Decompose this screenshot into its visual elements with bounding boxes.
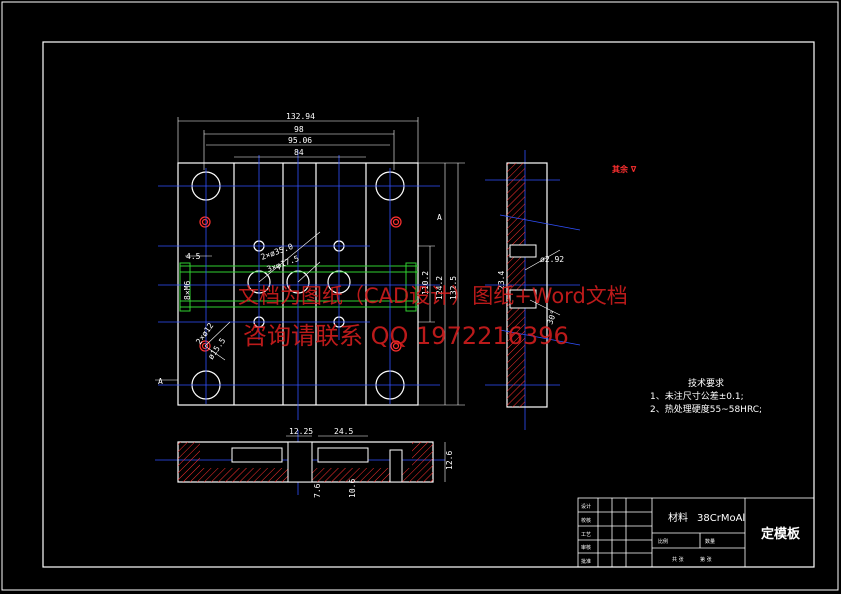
dim-small-2: ø15.5 (206, 336, 227, 361)
material-value: 38CrMoAl (697, 513, 745, 524)
dim-height-1: 110.2 (421, 271, 430, 295)
dim-inner-84: 84 (294, 148, 304, 157)
dim-section-w1: 12.25 (289, 427, 313, 436)
roughness-mark: 其余 ∇ (612, 164, 637, 174)
dim-small-3: 8×M6 (183, 281, 192, 300)
dim-section-d2: 10.6 (348, 479, 357, 498)
section-label-a2: A (158, 377, 163, 386)
dim-side-a: 23.4 (497, 271, 506, 290)
dim-section-w2: 24.5 (334, 427, 353, 436)
inner-frame-border (42, 41, 815, 568)
screw-holes (199, 216, 402, 352)
dim-inner-95: 95.06 (288, 136, 312, 145)
dim-section-d1: 7.6 (313, 483, 322, 498)
tb-row-3: 工艺 (581, 532, 591, 538)
dim-edge-offset: 4.5 (186, 252, 201, 261)
dim-section-h: 12.6 (445, 451, 454, 470)
tb-row-5: 批准 (581, 558, 591, 565)
watermark-line2: 咨询请联系 QQ 1972216396 (243, 322, 569, 350)
part-name: 定模板 (760, 526, 801, 542)
section-label-a: A (437, 213, 442, 222)
side-view (499, 162, 581, 408)
dim-inner-98: 98 (294, 125, 304, 134)
tech-notes-title: 技术要求 (688, 377, 724, 389)
tech-notes-line1: 1、未注尺寸公差±0.1; (650, 390, 744, 402)
dim-side-b: ø2.92 (540, 255, 564, 264)
tb-small-1: 比例 (658, 538, 668, 545)
dimension-lines (155, 117, 465, 406)
tb-small-2: 数量 (705, 538, 715, 545)
dim-height-2: 124.2 (435, 276, 444, 300)
dim-small-1: 2×ø12 (194, 321, 215, 346)
tb-small-3: 共 张 (672, 556, 684, 563)
cooling-channels (179, 262, 418, 312)
tb-row-2: 校核 (581, 517, 591, 524)
title-block (577, 497, 815, 568)
material-label: 材料 (668, 511, 688, 524)
tb-row-4: 审核 (581, 544, 591, 551)
dim-overall-width: 132.94 (286, 112, 315, 121)
tech-notes-line2: 2、热处理硬度55~58HRC; (650, 403, 762, 415)
section-view (177, 435, 446, 483)
tb-small-4: 第 张 (700, 556, 712, 563)
dim-height-3: 132.5 (449, 276, 458, 300)
watermark-line1: 文档为图纸（CAD设计）图纸+Word文档 (238, 284, 628, 308)
tb-row-1: 设计 (581, 503, 591, 510)
